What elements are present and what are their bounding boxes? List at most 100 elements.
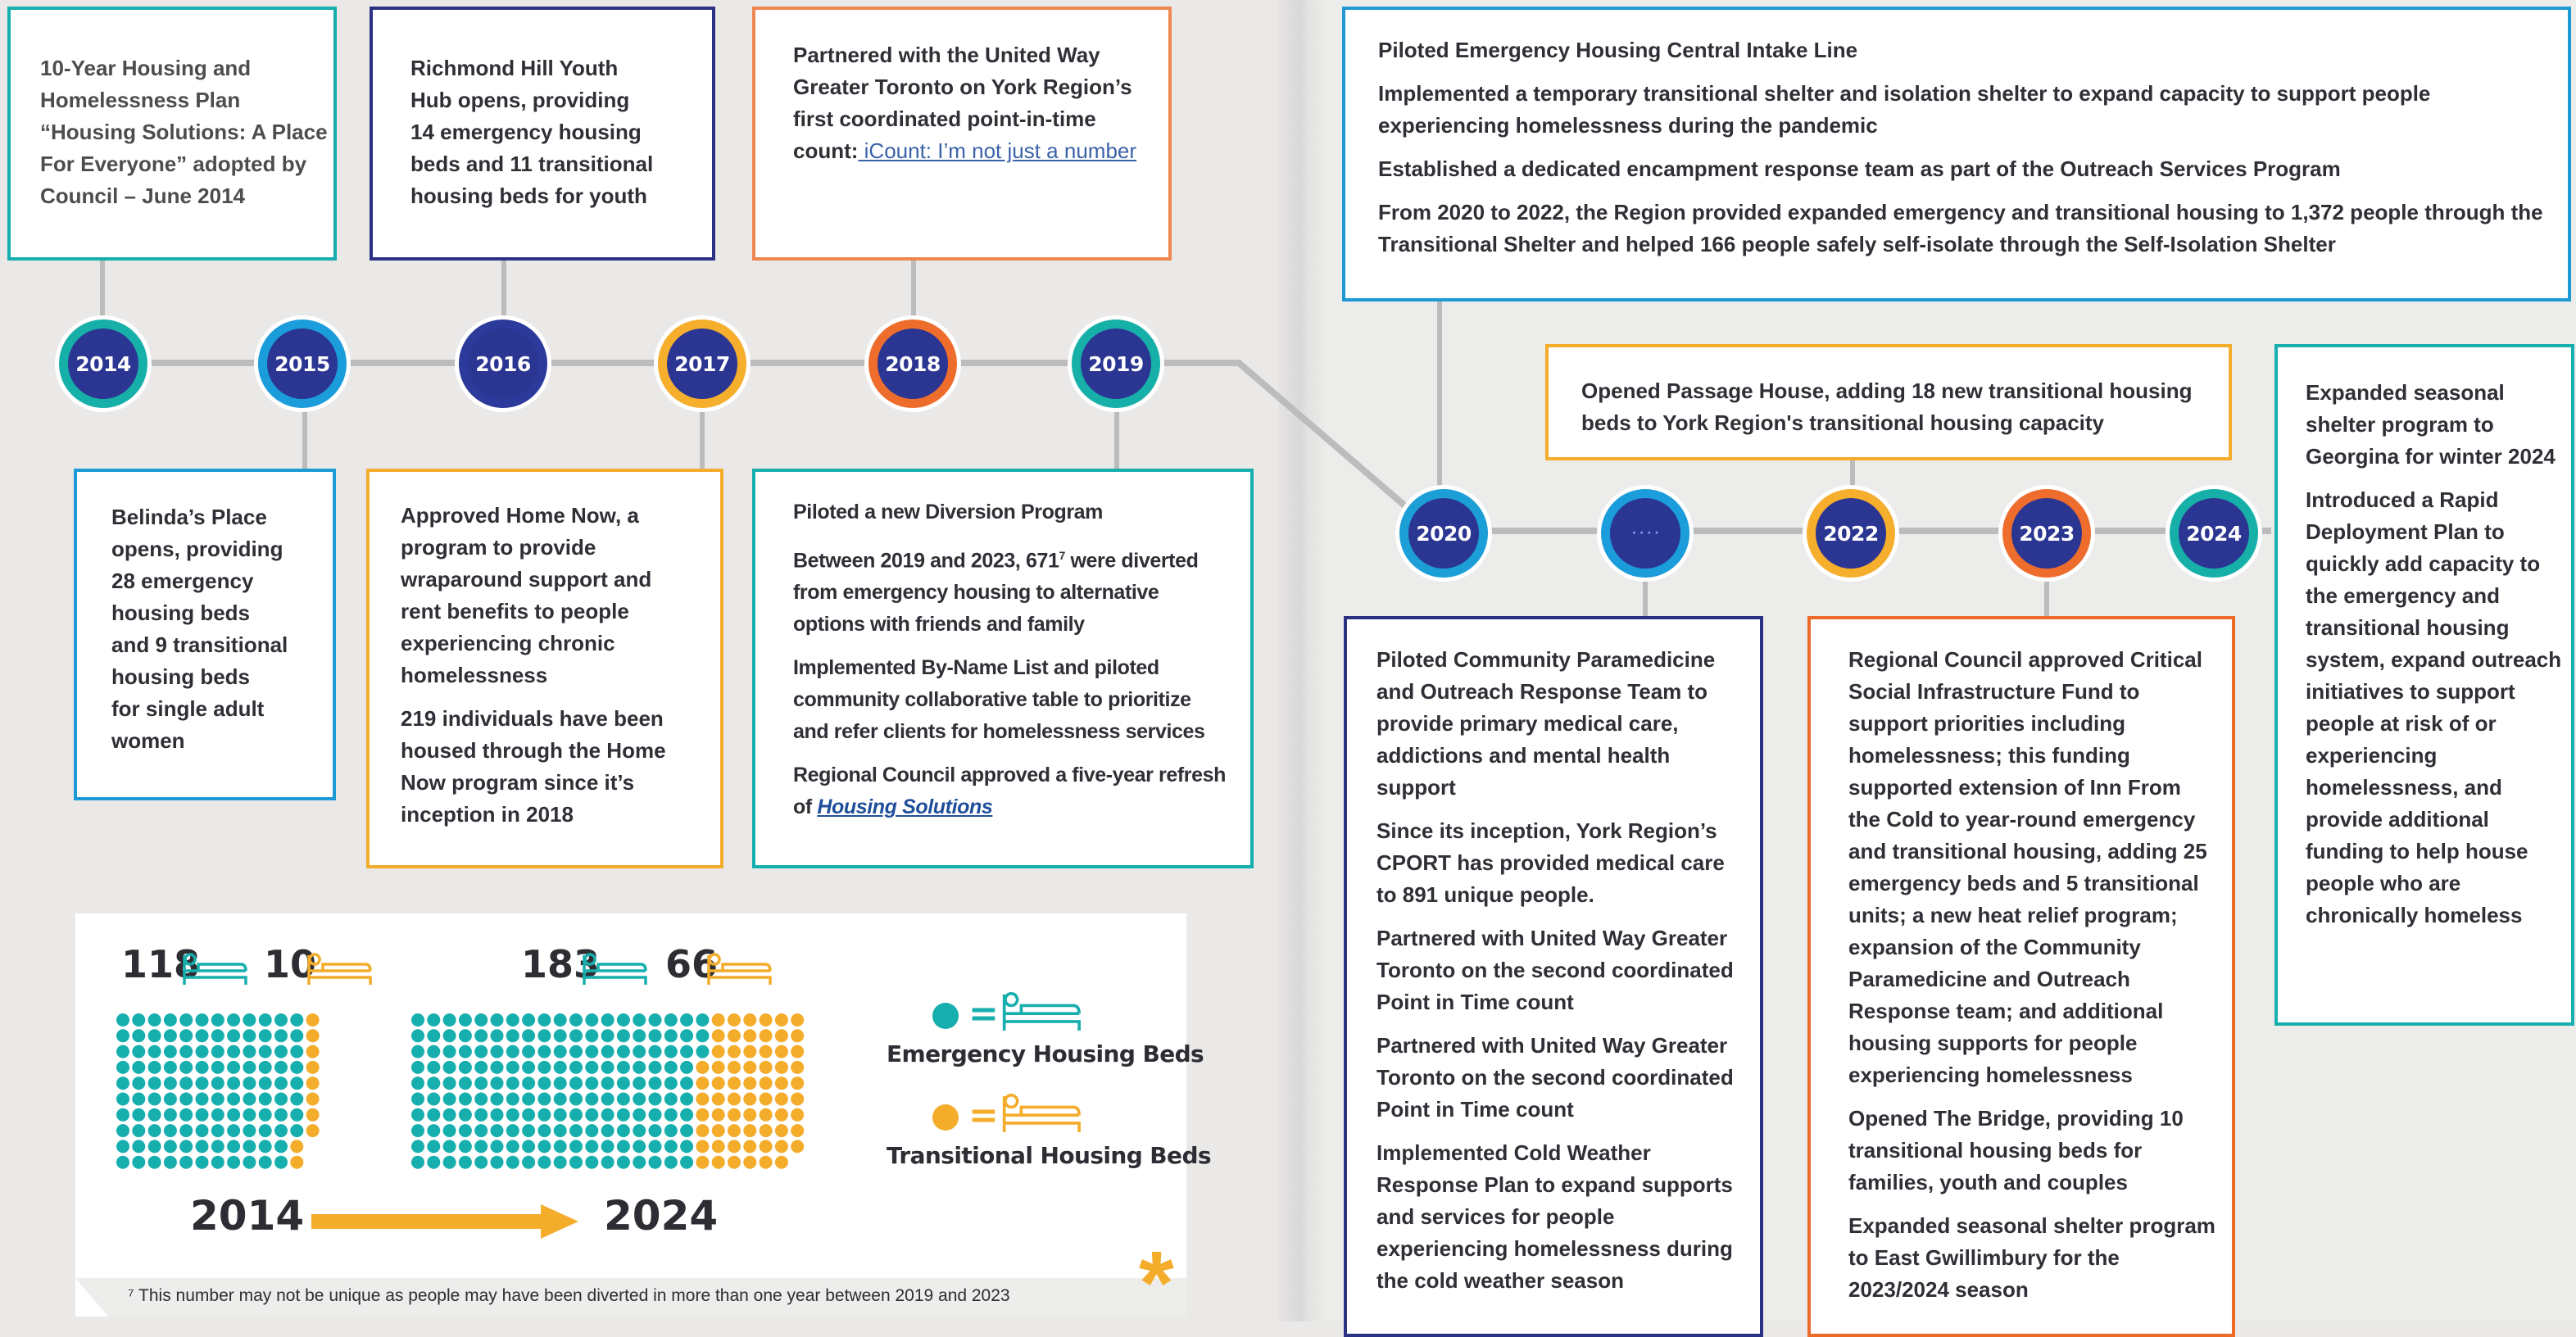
emergency-bed-dot bbox=[648, 1060, 662, 1074]
emergency-bed-dot bbox=[648, 1140, 662, 1153]
emergency-bed-dot bbox=[179, 1060, 193, 1074]
year-node-2019: 2019 bbox=[1072, 320, 1160, 408]
emergency-bed-dot bbox=[537, 1124, 551, 1138]
emergency-bed-dot bbox=[195, 1108, 209, 1122]
milestone-paragraph: Implemented Cold Weather Response Plan t… bbox=[1376, 1140, 1733, 1293]
emergency-bed-dot bbox=[458, 1124, 472, 1138]
transitional-bed-dot bbox=[791, 1140, 805, 1153]
icount-link[interactable]: iCount: I’m not just a number bbox=[858, 138, 1137, 163]
stem-2024 bbox=[2247, 528, 2271, 534]
emergency-bed-dot bbox=[490, 1013, 504, 1027]
transitional-bed-dot bbox=[696, 1140, 710, 1153]
stem-2021 bbox=[1643, 573, 1648, 619]
housing-solutions-link[interactable]: Housing Solutions bbox=[817, 795, 993, 819]
milestone-text: Partnered with the United Way Greater To… bbox=[793, 43, 1132, 163]
year-node-2020: 2020 bbox=[1399, 489, 1488, 578]
emergency-bed-dot bbox=[506, 1076, 519, 1090]
emergency-bed-dot bbox=[290, 1092, 304, 1106]
emergency-bed-dot bbox=[490, 1045, 504, 1058]
emergency-bed-dot bbox=[258, 1108, 272, 1122]
emergency-bed-dot bbox=[211, 1013, 224, 1027]
stem-2017 bbox=[700, 401, 705, 470]
stem-2020 bbox=[1437, 299, 1442, 492]
emergency-bed-dot bbox=[179, 1029, 193, 1043]
emergency-bed-dot bbox=[648, 1155, 662, 1169]
emergency-bed-dot bbox=[132, 1029, 146, 1043]
transitional-bed-dot bbox=[759, 1092, 773, 1106]
emergency-bed-dot bbox=[442, 1029, 456, 1043]
milestone-paragraph: Approved Home Now, a program to provide … bbox=[401, 503, 652, 687]
emergency-bed-dot bbox=[458, 1013, 472, 1027]
emergency-bed-dot bbox=[132, 1124, 146, 1138]
milestone-2018: Partnered with the United Way Greater To… bbox=[752, 7, 1172, 261]
emergency-bed-dot bbox=[163, 1029, 177, 1043]
emergency-bed-dot bbox=[616, 1076, 630, 1090]
emergency-bed-dot bbox=[163, 1045, 177, 1058]
transitional-bed-dot bbox=[306, 1029, 320, 1043]
emergency-bed-dot bbox=[633, 1076, 646, 1090]
emergency-bed-dot bbox=[147, 1029, 161, 1043]
transitional-bed-dot bbox=[759, 1108, 773, 1122]
text-span: Between 2019 and 2023, 671 bbox=[793, 549, 1059, 573]
transitional-bed-dot bbox=[696, 1092, 710, 1106]
emergency-bed-dot bbox=[211, 1045, 224, 1058]
timeline-diagonal bbox=[1204, 360, 1435, 533]
emergency-bed-dot bbox=[427, 1108, 441, 1122]
emergency-bed-dot bbox=[195, 1140, 209, 1153]
emergency-bed-dot bbox=[633, 1124, 646, 1138]
emergency-bed-dot bbox=[147, 1092, 161, 1106]
emergency-bed-dot bbox=[569, 1029, 583, 1043]
bed-icon-transitional bbox=[307, 953, 372, 985]
bed-icon-emergency bbox=[1002, 992, 1081, 1031]
emergency-bed-dot bbox=[537, 1029, 551, 1043]
emergency-bed-dot bbox=[601, 1045, 615, 1058]
transitional-bed-dot bbox=[774, 1013, 788, 1027]
emergency-bed-dot bbox=[553, 1060, 567, 1074]
emergency-bed-dot bbox=[664, 1060, 678, 1074]
emergency-bed-dot bbox=[427, 1029, 441, 1043]
emergency-bed-dot bbox=[258, 1013, 272, 1027]
milestone-paragraph: Partnered with United Way Greater Toront… bbox=[1376, 926, 1734, 1014]
emergency-bed-dot bbox=[664, 1124, 678, 1138]
emergency-bed-dot bbox=[116, 1013, 129, 1027]
transitional-bed-dot bbox=[696, 1124, 710, 1138]
milestone-2016: Richmond Hill Youth Hub opens, providing… bbox=[370, 7, 715, 261]
text-line: for single adult bbox=[111, 696, 265, 721]
transitional-bed-dot bbox=[711, 1108, 725, 1122]
emergency-bed-dot bbox=[290, 1108, 304, 1122]
transitional-bed-dot bbox=[711, 1124, 725, 1138]
emergency-bed-dot bbox=[211, 1060, 224, 1074]
emergency-bed-dot bbox=[211, 1155, 224, 1169]
year-label: 2015 bbox=[274, 351, 330, 376]
emergency-bed-dot bbox=[474, 1140, 488, 1153]
emergency-bed-dot bbox=[179, 1045, 193, 1058]
emergency-bed-dot bbox=[411, 1076, 424, 1090]
emergency-bed-dot bbox=[474, 1155, 488, 1169]
emergency-bed-dot bbox=[633, 1155, 646, 1169]
transitional-bed-dot bbox=[774, 1029, 788, 1043]
emergency-bed-dot bbox=[569, 1108, 583, 1122]
transitional-bed-dot bbox=[711, 1092, 725, 1106]
transitional-bed-dot bbox=[728, 1108, 741, 1122]
emergency-bed-dot bbox=[474, 1060, 488, 1074]
milestone-paragraph: Piloted Emergency Housing Central Intake… bbox=[1378, 38, 1858, 62]
emergency-bed-dot bbox=[243, 1155, 256, 1169]
emergency-bed-dot bbox=[243, 1076, 256, 1090]
milestone-paragraph: 219 individuals have been housed through… bbox=[401, 706, 666, 827]
page-gutter bbox=[1278, 0, 1327, 1321]
emergency-bed-dot bbox=[116, 1060, 129, 1074]
emergency-bed-dot bbox=[537, 1108, 551, 1122]
emergency-bed-dot bbox=[132, 1108, 146, 1122]
emergency-bed-dot bbox=[522, 1029, 536, 1043]
emergency-bed-dot bbox=[601, 1140, 615, 1153]
text-line: 10-Year Housing and bbox=[40, 56, 252, 80]
emergency-bed-dot bbox=[147, 1045, 161, 1058]
emergency-bed-dot bbox=[585, 1140, 599, 1153]
emergency-bed-dot bbox=[506, 1045, 519, 1058]
emergency-bed-dot bbox=[664, 1092, 678, 1106]
emergency-bed-dot bbox=[569, 1124, 583, 1138]
emergency-bed-dot bbox=[537, 1092, 551, 1106]
transitional-bed-dot bbox=[743, 1060, 757, 1074]
milestone-2017: Approved Home Now, a program to provide … bbox=[366, 469, 723, 868]
emergency-bed-dot bbox=[569, 1076, 583, 1090]
